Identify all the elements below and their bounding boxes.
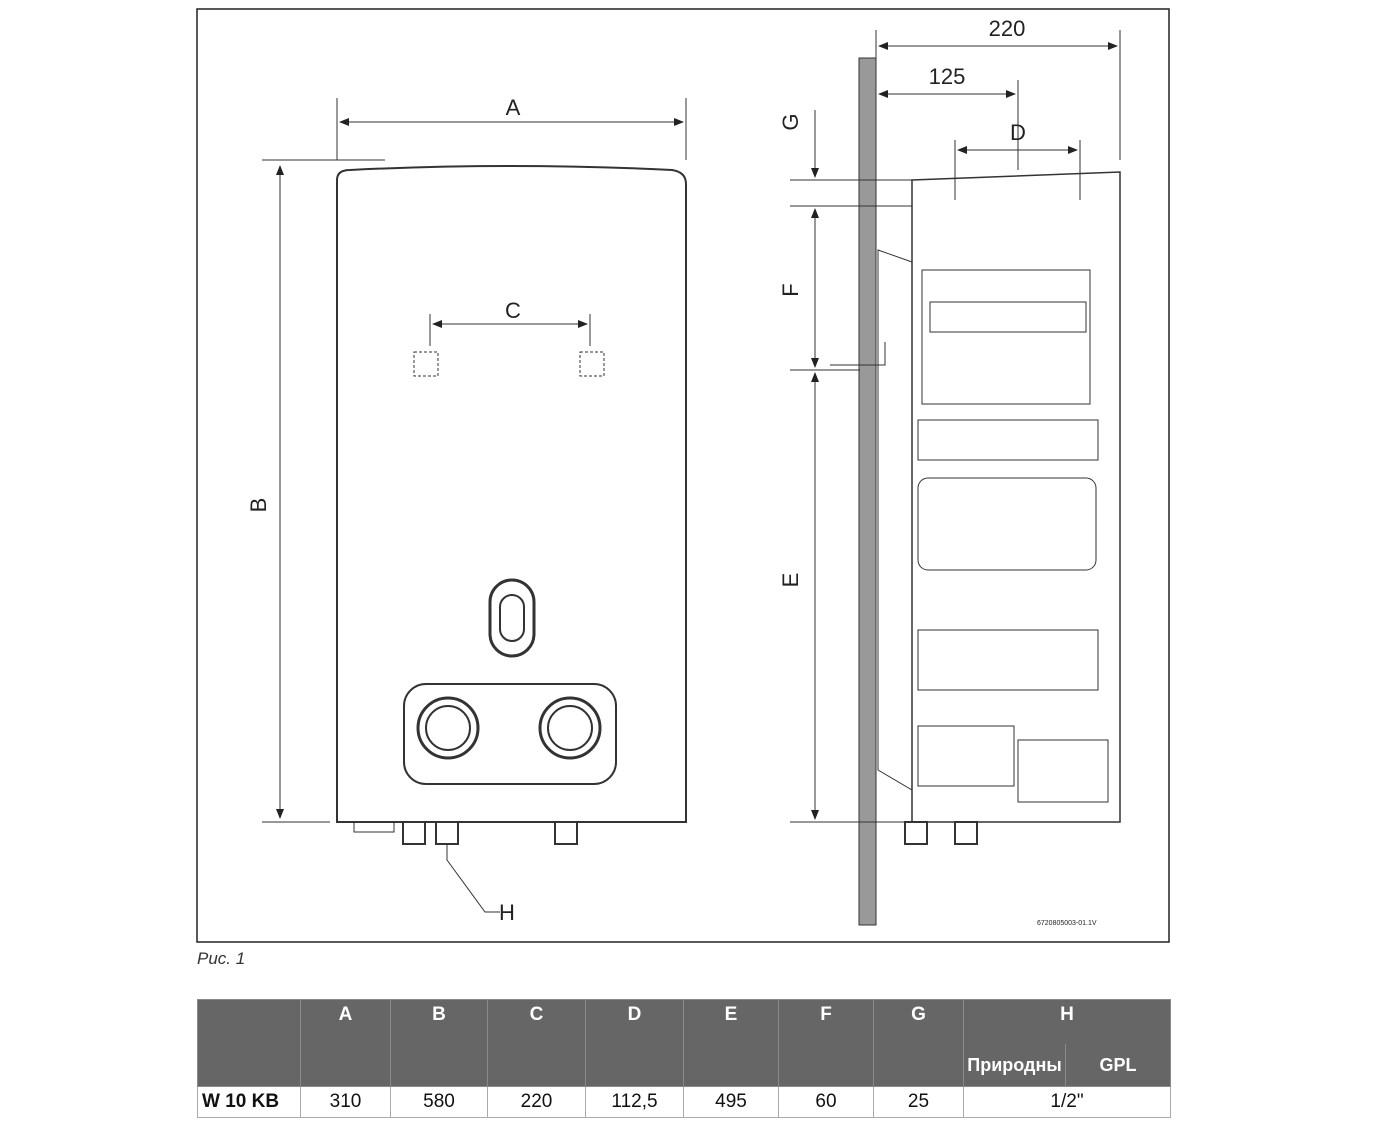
label-c: C (505, 298, 521, 323)
technical-drawing: A B C H 220 125 D G F E 6720805003-01.1V (196, 8, 1170, 943)
header-d: D (585, 999, 684, 1087)
label-f: F (778, 283, 803, 296)
label-b: B (246, 498, 271, 513)
dim-125: 125 (929, 64, 966, 89)
cell-d: 112,5 (585, 1086, 684, 1118)
front-view (262, 98, 687, 913)
figure-code: 6720805003-01.1V (1037, 920, 1097, 927)
dimensions-table: A B C D E F G H Природны GPL W 10 KB 310… (197, 999, 1171, 1118)
cell-e: 495 (683, 1086, 779, 1118)
table-row: W 10 KB 310 580 220 112,5 495 60 25 1/2" (197, 1086, 1171, 1118)
header-f: F (778, 999, 874, 1087)
figure-frame (196, 8, 1170, 943)
cell-f: 60 (778, 1086, 874, 1118)
cell-model: W 10 KB (197, 1086, 301, 1118)
label-d: D (1010, 120, 1026, 145)
label-e: E (778, 573, 803, 588)
header-c: C (487, 999, 586, 1087)
dim-220: 220 (989, 16, 1026, 41)
header-h-natural: Природны (963, 1044, 1066, 1087)
label-g: G (778, 113, 803, 130)
header-e: E (683, 999, 779, 1087)
header-h-gpl: GPL (1065, 1044, 1171, 1087)
label-a: A (506, 95, 521, 120)
label-h: H (499, 900, 515, 925)
cell-b: 580 (390, 1086, 488, 1118)
cell-c: 220 (487, 1086, 586, 1118)
side-view (790, 30, 1121, 926)
cell-a: 310 (300, 1086, 391, 1118)
cell-h: 1/2" (963, 1086, 1171, 1118)
cell-g: 25 (873, 1086, 964, 1118)
header-g: G (873, 999, 964, 1087)
header-h: H (963, 999, 1171, 1044)
header-empty (197, 999, 301, 1087)
figure-caption: Рис. 1 (197, 949, 246, 968)
header-b: B (390, 999, 488, 1087)
header-a: A (300, 999, 391, 1087)
